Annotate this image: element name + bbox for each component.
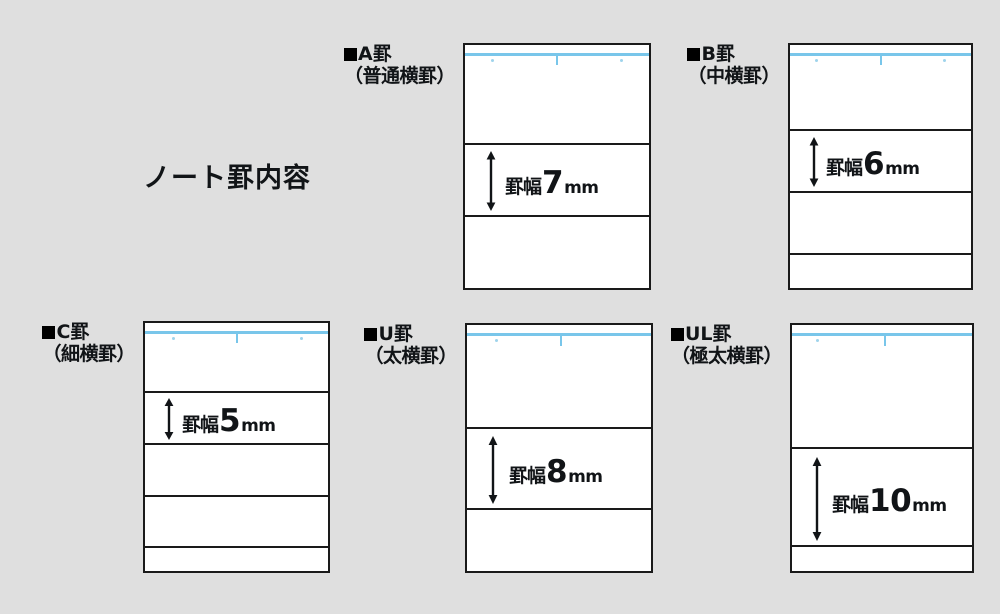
- blue-center-tick: [236, 334, 238, 343]
- card-row: [145, 445, 328, 497]
- square-bullet-icon: [687, 48, 701, 61]
- blue-center-tick: [560, 336, 562, 346]
- card-row: [465, 217, 649, 288]
- dimension-unit: mm: [241, 416, 276, 436]
- dimension-marker-c: 罫幅 5 mm: [163, 398, 313, 440]
- sample-ul-card: 罫幅 10 mm: [790, 323, 974, 573]
- blue-rule-line: [790, 53, 971, 56]
- sample-ul: UL罫 （極太横罫） 罫幅 10 mm: [670, 323, 974, 573]
- blue-center-tick: [884, 336, 886, 346]
- sample-a-kind: （普通横罫）: [343, 65, 456, 88]
- sample-a-code: A罫: [343, 43, 455, 65]
- sample-a-card: 罫幅 7 mm: [463, 43, 651, 290]
- card-row-dimension: 罫幅 5 mm: [145, 393, 328, 445]
- blue-center-tick: [556, 56, 558, 65]
- sample-c-code: C罫: [42, 321, 135, 343]
- sample-c-card: 罫幅 5 mm: [143, 321, 330, 573]
- sample-u-kind: （太横罫）: [364, 345, 457, 368]
- blue-dot-left: [172, 337, 175, 340]
- dimension-unit: mm: [568, 467, 603, 487]
- dimension-kanji: 罫幅: [832, 494, 869, 516]
- blue-dot-right: [300, 337, 303, 340]
- page-title: ノート罫内容: [143, 163, 311, 194]
- dimension-value: 8: [546, 454, 568, 490]
- dimension-value: 5: [219, 403, 241, 439]
- blue-rule-line: [465, 53, 649, 56]
- card-row: [792, 325, 972, 449]
- dimension-kanji: 罫幅: [505, 176, 542, 198]
- dimension-kanji: 罫幅: [182, 414, 219, 436]
- dimension-kanji: 罫幅: [509, 465, 546, 487]
- blue-rule-line: [145, 331, 328, 334]
- card-row: [145, 323, 328, 393]
- square-bullet-icon: [670, 328, 684, 341]
- sample-b-card: 罫幅 6 mm: [788, 43, 973, 290]
- sample-ul-label: UL罫 （極太横罫）: [670, 323, 783, 368]
- blue-rule-line: [467, 333, 651, 336]
- sample-c-kind: （細横罫）: [42, 343, 135, 366]
- sample-u-label: U罫 （太横罫）: [364, 323, 457, 368]
- card-row: [790, 255, 971, 288]
- sample-a: A罫 （普通横罫） 罫幅 7: [343, 43, 651, 290]
- card-row-dimension: 罫幅 8 mm: [467, 429, 651, 510]
- dimension-marker-a: 罫幅 7 mm: [485, 151, 635, 211]
- dimension-marker-ul: 罫幅 10 mm: [811, 457, 971, 541]
- blue-dot-left: [491, 59, 494, 62]
- dimension-value: 7: [542, 165, 564, 201]
- sample-c: C罫 （細横罫） 罫幅 5: [42, 321, 330, 573]
- dimension-text-ul: 罫幅 10 mm: [832, 486, 947, 517]
- double-arrow-icon: [164, 398, 174, 440]
- card-row: [467, 510, 651, 571]
- sample-b: B罫 （中横罫） 罫幅 6: [687, 43, 973, 290]
- square-bullet-icon: [364, 328, 378, 341]
- square-bullet-icon: [42, 326, 56, 339]
- sample-b-kind: （中横罫）: [687, 65, 780, 88]
- card-row-dimension: 罫幅 10 mm: [792, 449, 972, 547]
- sample-ul-kind: （極太横罫）: [670, 345, 783, 368]
- card-row: [790, 45, 971, 131]
- sample-c-label: C罫 （細横罫）: [42, 321, 135, 366]
- card-row: [792, 547, 972, 567]
- sample-u-code: U罫: [364, 323, 457, 345]
- dimension-text-a: 罫幅 7 mm: [505, 168, 599, 199]
- card-row-dimension: 罫幅 7 mm: [465, 145, 649, 217]
- blue-dot-left: [495, 339, 498, 342]
- dimension-marker-u: 罫幅 8 mm: [487, 436, 637, 504]
- sample-a-label: A罫 （普通横罫）: [343, 43, 456, 88]
- dimension-text-b: 罫幅 6 mm: [826, 149, 920, 180]
- dimension-text-u: 罫幅 8 mm: [509, 457, 603, 488]
- blue-dot-left: [815, 59, 818, 62]
- card-row: [145, 548, 328, 571]
- blue-rule-line: [792, 333, 972, 336]
- dimension-value: 6: [863, 146, 885, 182]
- blue-center-tick: [880, 56, 882, 65]
- card-row: [467, 325, 651, 429]
- dimension-unit: mm: [564, 178, 599, 198]
- dimension-kanji: 罫幅: [826, 157, 863, 179]
- card-row: [465, 45, 649, 145]
- double-arrow-icon: [812, 457, 822, 541]
- dimension-unit: mm: [885, 159, 920, 179]
- dimension-marker-b: 罫幅 6 mm: [808, 137, 958, 187]
- card-row-dimension: 罫幅 6 mm: [790, 131, 971, 193]
- double-arrow-icon: [486, 151, 496, 211]
- sample-u-card: 罫幅 8 mm: [465, 323, 653, 573]
- blue-dot-left: [816, 339, 819, 342]
- blue-dot-right: [943, 59, 946, 62]
- double-arrow-icon: [809, 137, 819, 187]
- sample-b-label: B罫 （中横罫）: [687, 43, 780, 88]
- sample-b-code: B罫: [687, 43, 780, 65]
- sample-u: U罫 （太横罫） 罫幅 8 mm: [364, 323, 653, 573]
- dimension-unit: mm: [912, 496, 947, 516]
- dimension-text-c: 罫幅 5 mm: [182, 406, 276, 437]
- blue-dot-right: [620, 59, 623, 62]
- sample-ul-code: UL罫: [670, 323, 782, 345]
- double-arrow-icon: [488, 436, 498, 504]
- card-row: [145, 497, 328, 548]
- square-bullet-icon: [343, 48, 357, 61]
- dimension-value: 10: [869, 483, 912, 519]
- card-row: [790, 193, 971, 255]
